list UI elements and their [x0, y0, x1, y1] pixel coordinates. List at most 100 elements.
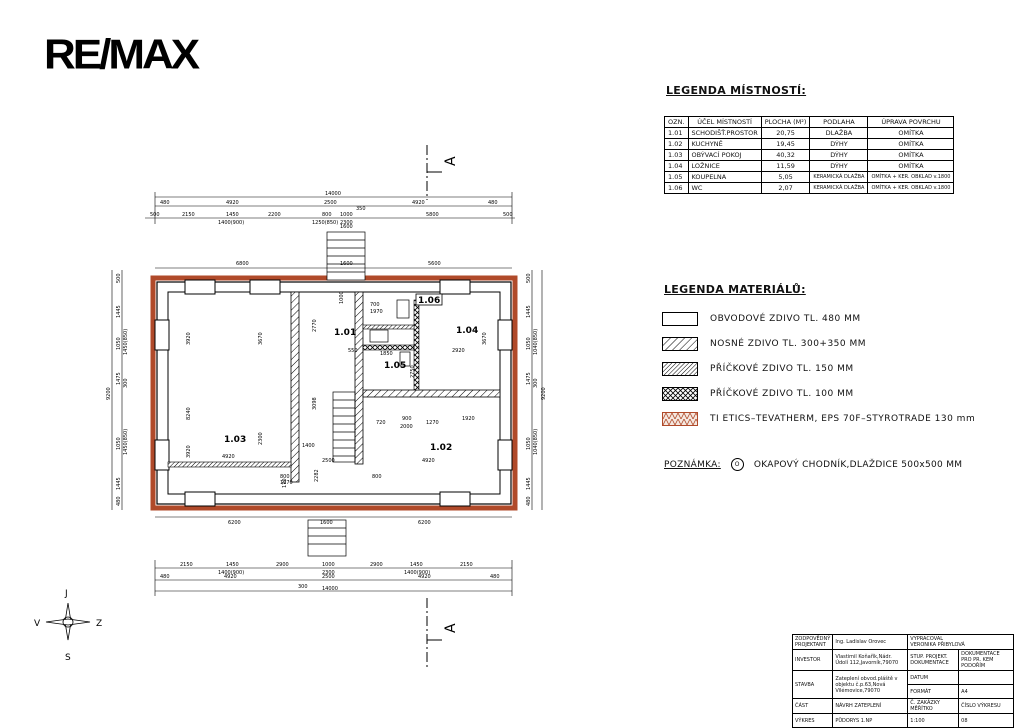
- svg-text:1400: 1400: [302, 443, 315, 449]
- svg-text:1850: 1850: [380, 351, 393, 357]
- svg-text:1445: 1445: [116, 305, 122, 318]
- tb-value: NÁVRH ZATEPLENÍ: [832, 698, 909, 714]
- dim-bottom-total: 14000: [322, 586, 338, 592]
- svg-text:1600: 1600: [340, 224, 353, 230]
- svg-text:500: 500: [150, 212, 160, 218]
- svg-text:720: 720: [376, 420, 386, 426]
- tb-value: Zateplení obvod.pláště v objektu č.p.63,…: [832, 670, 909, 699]
- svg-text:3920: 3920: [186, 332, 192, 345]
- svg-text:1400(900): 1400(900): [218, 220, 244, 226]
- svg-text:6800: 6800: [236, 261, 249, 267]
- dim-top-total: 14000: [325, 191, 341, 197]
- room-legend-cell: OMÍTKA + KER. OBKLAD v.1800: [867, 182, 955, 194]
- dim-right: 500 1445 1050 1040(850) 1475 300 1050 10…: [526, 273, 547, 506]
- tb-value: Vlastimil Koňařík,Nádr. Údolí 112,Javorn…: [832, 649, 909, 671]
- room-label-1-01: 1.01: [334, 328, 356, 338]
- tb-key: VÝKRES: [791, 713, 834, 728]
- svg-text:3098: 3098: [312, 397, 318, 410]
- svg-text:4920: 4920: [226, 200, 239, 206]
- dim-bottom-row1: 2150 1450 1400(900) 2900 1000 2300 2900 …: [180, 562, 473, 576]
- svg-text:300: 300: [123, 378, 129, 388]
- svg-text:2150: 2150: [182, 212, 195, 218]
- svg-text:6200: 6200: [228, 520, 241, 526]
- compass-west: V: [34, 619, 41, 629]
- material-item: TI ETICS–TEVATHERM, EPS 70F–STYROTRADE 1…: [662, 406, 975, 431]
- bathroom-fixtures: [369, 299, 411, 367]
- svg-text:3670: 3670: [482, 332, 488, 345]
- svg-text:1450: 1450: [226, 212, 239, 218]
- svg-text:2300: 2300: [340, 220, 353, 226]
- svg-text:1475: 1475: [526, 372, 532, 385]
- note-text: OKAPOVÝ CHODNÍK,DLAŽDICE 500x500 MM: [753, 459, 963, 470]
- title-block-row: INVESTOR Vlastimil Koňařík,Nádr. Údolí 1…: [791, 649, 1014, 671]
- svg-text:900: 900: [402, 416, 412, 422]
- svg-text:1475: 1475: [116, 372, 122, 385]
- svg-text:4920: 4920: [222, 454, 235, 460]
- svg-text:480: 480: [160, 574, 170, 580]
- material-legend-title: LEGENDA MATERIÁLŮ:: [664, 283, 806, 296]
- svg-text:1400(900): 1400(900): [404, 570, 430, 576]
- bearing-wall-swatch: [662, 336, 698, 351]
- tb-value2: ČÍSLO VÝKRESU: [958, 698, 1014, 714]
- compass-east: Z: [96, 619, 102, 629]
- partition-150-swatch: [662, 361, 698, 376]
- entrance-steps-top: [326, 231, 366, 281]
- tb-key2: STUP. PROJEKT. DOKUMENTACE: [907, 649, 960, 671]
- room-legend-table: OZN. ÚČEL MÍSTNOSTÍ PLOCHA (M²) PODLAHA …: [664, 116, 955, 194]
- svg-text:480: 480: [488, 200, 498, 206]
- svg-text:5800: 5800: [426, 212, 439, 218]
- partition-wall: [167, 461, 292, 468]
- svg-text:500: 500: [503, 212, 513, 218]
- svg-text:1050: 1050: [526, 337, 532, 350]
- room-label-1-06: 1.06: [418, 296, 440, 306]
- material-item: NOSNÉ ZDIVO TL. 300+350 MM: [662, 331, 975, 356]
- svg-text:1040(850): 1040(850): [533, 329, 539, 355]
- svg-text:1970: 1970: [280, 480, 293, 486]
- dim-top-inner: 6800 1600 5600: [236, 261, 441, 267]
- partition-wall: [362, 324, 415, 330]
- svg-text:300: 300: [533, 378, 539, 388]
- room-legend-cell: WC: [687, 182, 762, 194]
- tb-value2: A4: [958, 684, 1014, 699]
- material-label: NOSNÉ ZDIVO TL. 300+350 MM: [710, 338, 867, 349]
- svg-text:2500: 2500: [324, 200, 337, 206]
- bearing-wall: [290, 291, 300, 483]
- partition-100-swatch: [662, 386, 698, 401]
- note-label: POZNÁMKA:: [664, 459, 721, 470]
- room-label-1-04: 1.04: [456, 326, 478, 336]
- svg-text:480: 480: [116, 496, 122, 506]
- svg-text:2150: 2150: [180, 562, 193, 568]
- tb-key: ČÁST: [791, 698, 834, 714]
- svg-text:1445: 1445: [116, 477, 122, 490]
- svg-text:1970: 1970: [370, 309, 383, 315]
- windows-top: [154, 279, 513, 507]
- tb-value: PŮDORYS 1.NP: [832, 713, 909, 728]
- material-legend-list: OBVODOVÉ ZDIVO TL. 480 MM NOSNÉ ZDIVO TL…: [662, 306, 975, 431]
- room-legend-cell: KERAMICKÁ DLAŽBA: [809, 182, 869, 194]
- svg-text:1450: 1450: [226, 562, 239, 568]
- svg-text:2300: 2300: [322, 570, 335, 576]
- svg-text:1920: 1920: [462, 416, 475, 422]
- svg-text:1450(850): 1450(850): [123, 429, 129, 455]
- svg-text:9200: 9200: [541, 387, 547, 400]
- dim-interior: 4920 1920 4920 2920 3920 3670 8240 2300 …: [186, 224, 488, 488]
- svg-text:2150: 2150: [460, 562, 473, 568]
- material-item: PŘÍČKOVÉ ZDIVO TL. 150 MM: [662, 356, 975, 381]
- title-block: ZODPOVĚDNÝ PROJEKTANT Ing. Ladislav Orov…: [791, 634, 1014, 728]
- svg-text:1600: 1600: [340, 261, 353, 267]
- remax-logo: RE/MAX: [44, 31, 200, 78]
- tb-key: ZODPOVĚDNÝ PROJEKTANT: [791, 634, 834, 650]
- bearing-wall: [362, 389, 501, 398]
- svg-text:1000: 1000: [339, 291, 345, 304]
- svg-text:170: 170: [282, 478, 288, 488]
- outer-wall-swatch: [662, 311, 698, 326]
- note-line: POZNÁMKA: O OKAPOVÝ CHODNÍK,DLAŽDICE 500…: [664, 458, 962, 471]
- dim-bottom-row2: 480 4920 2500 300 4920 480: [160, 574, 500, 590]
- svg-text:2920: 2920: [452, 348, 465, 354]
- svg-text:350: 350: [356, 206, 366, 212]
- svg-text:4920: 4920: [418, 574, 431, 580]
